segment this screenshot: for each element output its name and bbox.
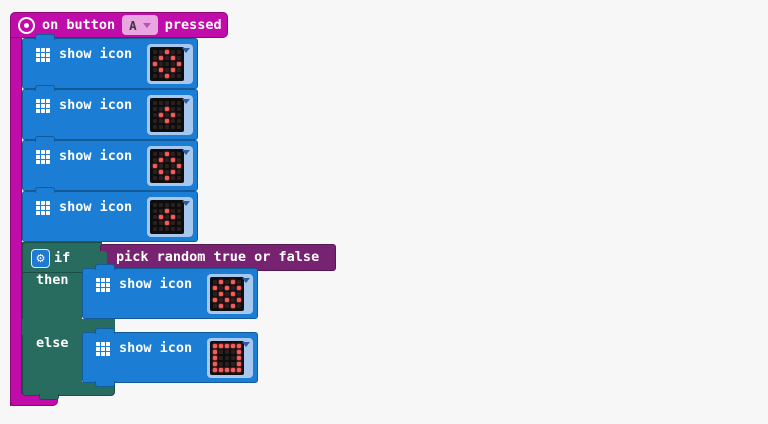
icon-dropdown-field[interactable] bbox=[147, 197, 193, 237]
show-icon-label: show icon bbox=[59, 148, 133, 164]
else-label: else bbox=[36, 335, 69, 351]
led-matrix-square bbox=[210, 341, 244, 375]
button-dropdown[interactable]: A bbox=[122, 15, 158, 35]
chevron-down-icon bbox=[182, 99, 190, 104]
pick-random-true-false-block[interactable]: pick random true or false bbox=[100, 244, 336, 271]
chevron-down-icon bbox=[242, 278, 250, 283]
target-icon bbox=[18, 16, 35, 34]
show-icon-label: show icon bbox=[59, 97, 133, 113]
block-connector-notch bbox=[95, 328, 115, 334]
event-label-before: on button bbox=[42, 16, 116, 33]
event-block-on-button-pressed[interactable]: on button A pressed bbox=[10, 12, 228, 38]
chevron-down-icon bbox=[142, 22, 151, 28]
led-matrix-small-diamond bbox=[150, 98, 184, 132]
block-connector-notch bbox=[95, 381, 115, 387]
show-icon-block-3[interactable]: show icon bbox=[22, 136, 198, 191]
show-icon-block-2[interactable]: show icon bbox=[22, 85, 198, 140]
condition-socket-tab bbox=[100, 251, 107, 265]
led-grid-icon bbox=[36, 48, 50, 62]
chevron-down-icon bbox=[182, 150, 190, 155]
chevron-down-icon bbox=[182, 48, 190, 53]
event-block-spine[interactable] bbox=[10, 36, 22, 406]
gear-icon[interactable]: ⚙ bbox=[31, 249, 50, 268]
show-icon-block-4[interactable]: show icon bbox=[22, 187, 198, 242]
led-grid-icon bbox=[36, 201, 50, 215]
block-connector-notch bbox=[35, 136, 55, 142]
block-connector-notch bbox=[35, 187, 55, 193]
block-connector-notch bbox=[35, 85, 55, 91]
show-icon-block-1[interactable]: show icon bbox=[22, 34, 198, 89]
led-matrix-diamond bbox=[150, 47, 184, 81]
led-matrix-small-diamond bbox=[150, 200, 184, 234]
chevron-down-icon bbox=[242, 342, 250, 347]
show-icon-label: show icon bbox=[59, 46, 133, 62]
led-grid-icon bbox=[96, 342, 110, 356]
if-block-bottom-lip[interactable] bbox=[22, 382, 115, 400]
condition-label: pick random true or false bbox=[116, 249, 320, 265]
led-matrix-diamond bbox=[150, 149, 184, 183]
if-block-else-bar[interactable] bbox=[22, 319, 115, 335]
if-label: if bbox=[54, 250, 71, 266]
led-grid-icon bbox=[96, 278, 110, 292]
show-icon-label: show icon bbox=[119, 276, 193, 292]
icon-dropdown-field[interactable] bbox=[147, 146, 193, 186]
show-icon-block-else[interactable]: show icon bbox=[82, 328, 258, 387]
event-label-after: pressed bbox=[164, 16, 222, 33]
icon-dropdown-field[interactable] bbox=[207, 274, 253, 314]
led-matrix-chessboard bbox=[210, 277, 244, 311]
icon-dropdown-field[interactable] bbox=[207, 338, 253, 378]
led-grid-icon bbox=[36, 150, 50, 164]
icon-dropdown-field[interactable] bbox=[147, 44, 193, 84]
if-block-header[interactable]: ⚙ if bbox=[22, 242, 102, 273]
button-dropdown-value: A bbox=[129, 17, 137, 33]
show-icon-label: show icon bbox=[59, 199, 133, 215]
show-icon-label: show icon bbox=[119, 340, 193, 356]
then-label: then bbox=[36, 272, 69, 288]
icon-dropdown-field[interactable] bbox=[147, 95, 193, 135]
led-grid-icon bbox=[36, 99, 50, 113]
chevron-down-icon bbox=[182, 201, 190, 206]
block-connector-notch bbox=[35, 34, 55, 40]
block-connector-notch bbox=[39, 394, 59, 400]
show-icon-block-then[interactable]: show icon bbox=[82, 264, 258, 319]
block-connector-notch bbox=[95, 264, 115, 270]
